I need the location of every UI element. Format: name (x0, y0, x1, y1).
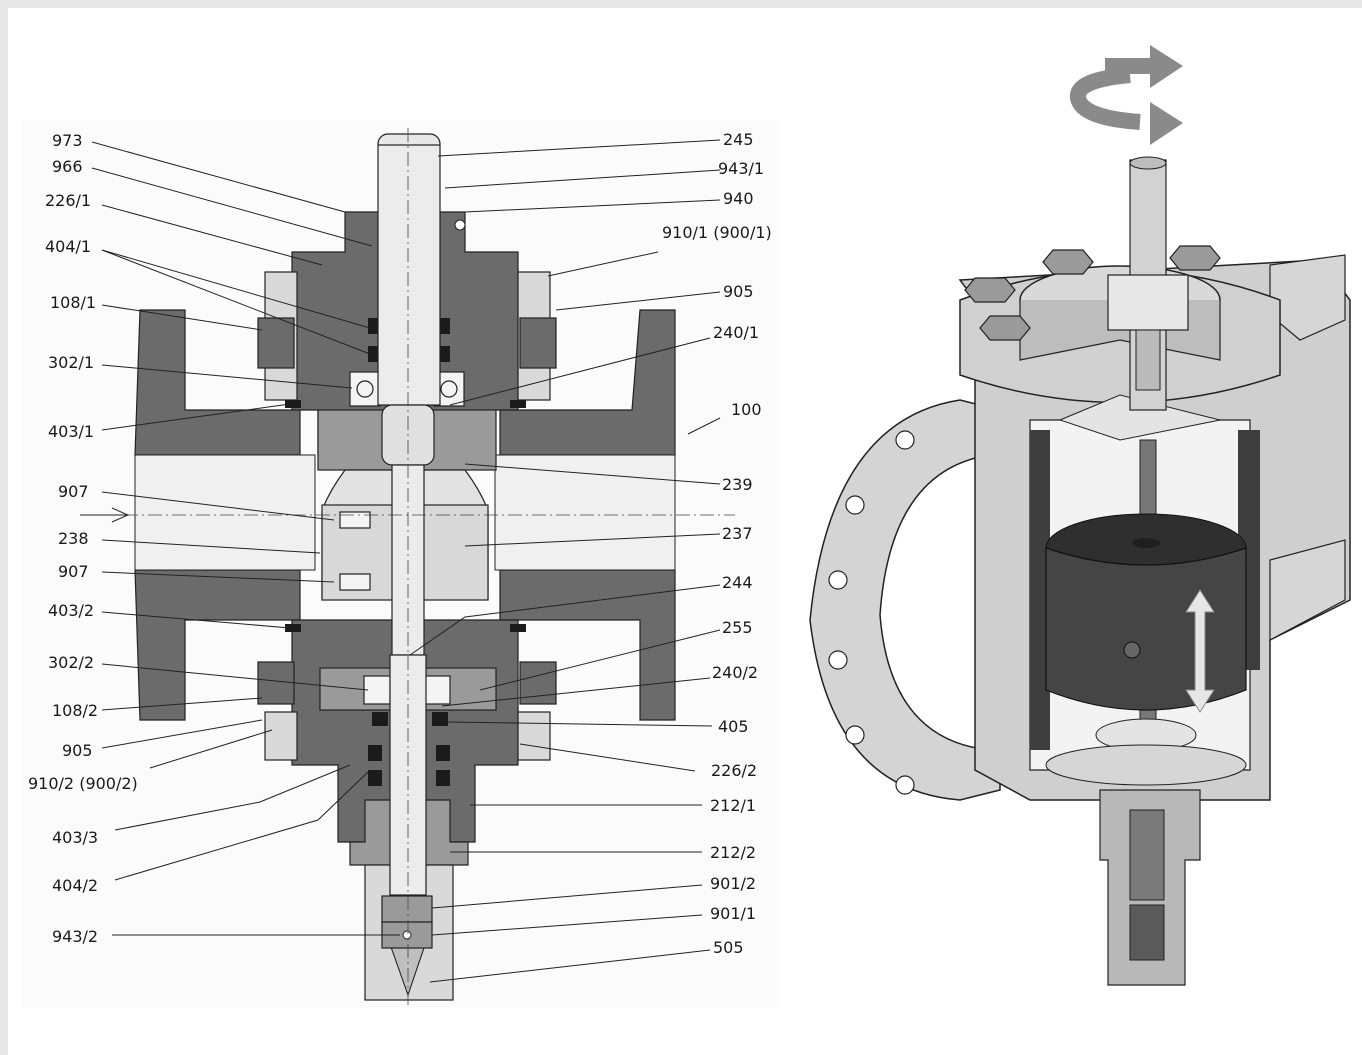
part-label: 245 (723, 130, 754, 149)
inlet-flange (809, 399, 1001, 801)
part-label: 403/2 (48, 601, 94, 620)
diagram-frame: 973 966 226/1 404/1 108/1 302/1 403/1 90… (8, 8, 1362, 1055)
part-label: 404/1 (45, 237, 91, 256)
part-label: 237 (722, 524, 753, 543)
cutaway-lower-assembly (1045, 718, 1247, 986)
part-label: 973 (52, 131, 83, 150)
cutaway-view (809, 45, 1351, 986)
part-label: 943/2 (52, 927, 98, 946)
part-label: 940 (723, 189, 754, 208)
part-label: 302/1 (48, 353, 94, 372)
gland-and-cap (349, 799, 469, 1001)
section-drawing: 973 966 226/1 404/1 108/1 302/1 403/1 90… (22, 120, 780, 1008)
leader-lines (91, 139, 721, 983)
part-label: 403/1 (48, 422, 94, 441)
part-label: 238 (58, 529, 89, 548)
part-label: 226/1 (45, 191, 91, 210)
labels-right: 245 943/1 940 910/1 (900/1) 905 240/1 10… (662, 130, 772, 957)
part-label: 901/1 (710, 904, 756, 923)
part-label: 240/1 (713, 323, 759, 342)
part-label: 302/2 (48, 653, 94, 672)
part-label: 240/2 (712, 663, 758, 682)
part-label: 212/2 (710, 843, 756, 862)
part-label: 505 (713, 938, 744, 957)
rotate-arrow-icon (1069, 45, 1183, 145)
part-label: 905 (62, 741, 93, 760)
part-label: 405 (718, 717, 749, 736)
part-label: 910/1 (900/1) (662, 223, 772, 242)
part-label: 212/1 (710, 796, 756, 815)
part-label: 403/3 (52, 828, 98, 847)
hex-bolt-icon (964, 245, 1221, 341)
cutaway-shaft (1107, 156, 1189, 731)
part-label: 907 (58, 562, 89, 581)
part-label: 239 (722, 475, 753, 494)
part-label: 108/1 (50, 293, 96, 312)
part-label: 244 (722, 573, 753, 592)
part-label: 108/2 (52, 701, 98, 720)
part-label: 966 (52, 157, 83, 176)
part-label: 910/2 (900/2) (28, 774, 138, 793)
part-label: 226/2 (711, 761, 757, 780)
double-vertical-arrow-icon (1185, 589, 1215, 713)
part-label: 905 (723, 282, 754, 301)
cutaway-rotor (1045, 513, 1247, 713)
part-label: 255 (722, 618, 753, 637)
part-label: 901/2 (710, 874, 756, 893)
part-label: 907 (58, 482, 89, 501)
diagram-canvas: 973 966 226/1 404/1 108/1 302/1 403/1 90… (22, 45, 1351, 1008)
flow-arrow-icon (80, 507, 130, 523)
part-label: 404/2 (52, 876, 98, 895)
part-label: 943/1 (718, 159, 764, 178)
part-label: 100 (731, 400, 762, 419)
labels-left: 973 966 226/1 404/1 108/1 302/1 403/1 90… (28, 131, 138, 946)
